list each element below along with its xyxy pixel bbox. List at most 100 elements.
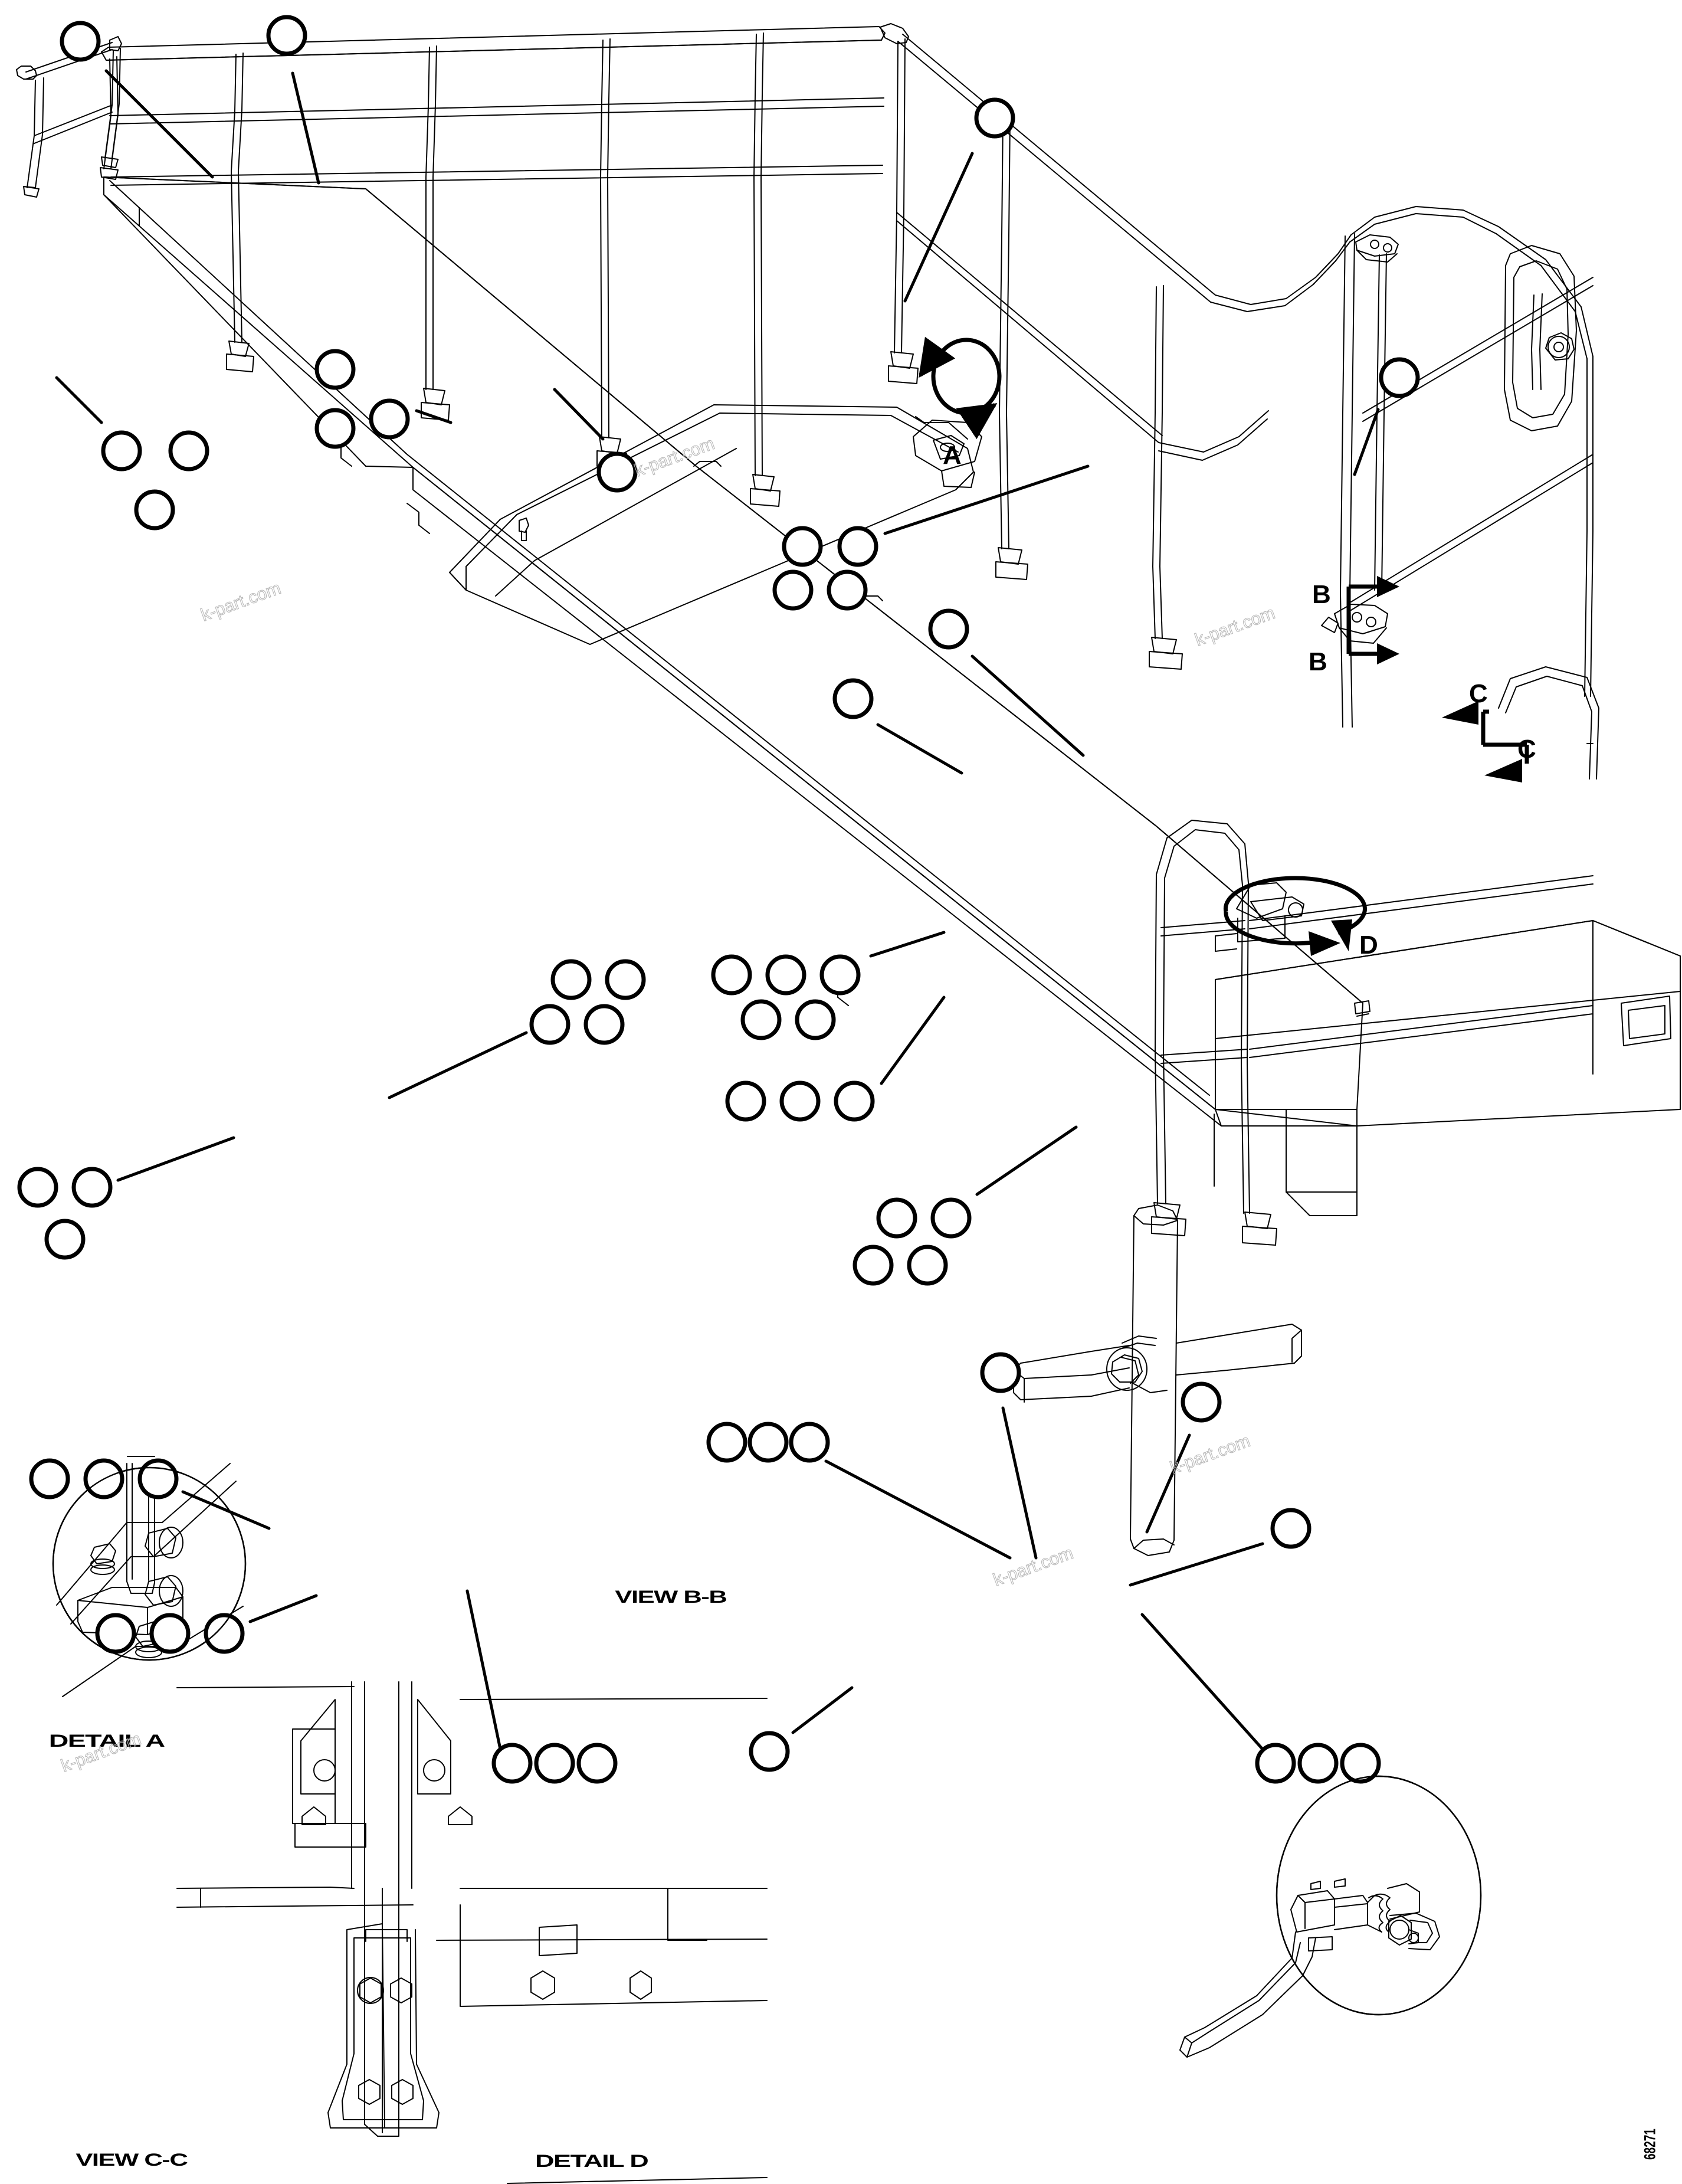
leader-line — [465, 1589, 502, 1751]
balloon-group — [711, 931, 946, 1040]
balloon-callout[interactable] — [44, 1219, 86, 1260]
balloon-callout[interactable] — [834, 1080, 875, 1122]
balloon-callout[interactable] — [529, 1004, 570, 1045]
balloon-callout[interactable] — [1181, 1381, 1222, 1423]
balloon-callout[interactable] — [1255, 1743, 1296, 1784]
balloon-callout[interactable] — [314, 408, 356, 449]
label-view-c-c: VIEW C-C — [76, 2150, 187, 2170]
balloon-group — [725, 996, 946, 1122]
balloon-callout[interactable] — [711, 954, 752, 996]
balloon-callout[interactable] — [369, 398, 410, 440]
label-detail-a: DETAIL A — [49, 1731, 165, 1751]
balloon-callout[interactable] — [749, 1731, 790, 1772]
leader-line — [55, 376, 103, 424]
balloon-group — [55, 376, 209, 531]
balloon-callout[interactable] — [789, 1422, 830, 1463]
balloon-group — [853, 1125, 1078, 1286]
guardrail-back-panel — [100, 26, 886, 492]
view-labels-group: DETAIL A VIEW B-B VIEW C-C DETAIL D — [49, 1587, 727, 2171]
balloon-callout[interactable] — [583, 1004, 625, 1045]
section-marker-a: A — [918, 336, 1002, 470]
balloon-callout[interactable] — [576, 1743, 618, 1784]
balloon-group — [314, 349, 453, 449]
label-detail-d: DETAIL D — [535, 2151, 648, 2171]
leader-line — [1001, 1406, 1038, 1560]
detail-a-outline — [52, 1466, 247, 1661]
balloon-callout[interactable] — [204, 1613, 245, 1654]
balloon-callout[interactable] — [832, 678, 874, 719]
balloon-callout[interactable] — [706, 1422, 747, 1463]
balloon-group — [266, 15, 320, 185]
balloon-callout[interactable] — [928, 608, 969, 650]
balloon-callout[interactable] — [29, 1458, 70, 1499]
watermark-group: k-part.com k-part.com k-part.com k-part.… — [58, 434, 1278, 1777]
balloon-group — [388, 959, 646, 1099]
balloon-callout[interactable] — [596, 451, 638, 493]
leader-line — [869, 931, 946, 958]
balloon-callout[interactable] — [17, 1167, 58, 1208]
balloon-callout[interactable] — [134, 489, 175, 531]
balloon-callout[interactable] — [550, 959, 592, 1000]
balloon-callout[interactable] — [782, 526, 823, 567]
balloon-callout[interactable] — [795, 999, 836, 1040]
balloon-callout[interactable] — [1340, 1743, 1381, 1784]
leader-line — [824, 1459, 1012, 1560]
balloon-callout[interactable] — [907, 1245, 948, 1286]
section-label-b-upper: B — [1312, 580, 1331, 609]
leader-line — [415, 409, 453, 424]
section-label-a: A — [943, 441, 962, 470]
balloon-group — [1129, 1508, 1311, 1587]
balloon-callout[interactable] — [168, 430, 209, 471]
balloon-group — [17, 1136, 235, 1260]
view-c-c-drawing — [176, 1681, 768, 2184]
balloon-group — [1140, 1613, 1381, 1784]
balloon-callout[interactable] — [765, 954, 806, 996]
balloon-callout[interactable] — [95, 1613, 136, 1654]
section-marker-c: C C — [1442, 679, 1536, 782]
balloon-callout[interactable] — [930, 1197, 972, 1239]
balloon-callout[interactable] — [314, 349, 356, 390]
balloon-group — [706, 1422, 1012, 1560]
balloon-callout[interactable] — [837, 526, 878, 567]
balloon-callout[interactable] — [819, 954, 861, 996]
balloon-group — [1353, 357, 1420, 476]
leader-line — [876, 723, 963, 775]
balloon-callout[interactable] — [149, 1613, 191, 1654]
balloon-callout[interactable] — [1270, 1508, 1311, 1549]
balloon-callout[interactable] — [740, 999, 782, 1040]
leader-line — [1129, 1542, 1264, 1587]
balloon-callout[interactable] — [772, 569, 814, 611]
balloon-callout[interactable] — [101, 430, 142, 471]
balloon-callout[interactable] — [534, 1743, 575, 1784]
balloon-group — [95, 1594, 318, 1654]
balloon-group — [553, 388, 638, 493]
balloon-callout[interactable] — [876, 1197, 917, 1239]
balloon-callout[interactable] — [747, 1422, 789, 1463]
balloon-group — [465, 1589, 618, 1784]
machine-side-panel — [1214, 920, 1681, 1216]
balloon-callout[interactable] — [1297, 1743, 1339, 1784]
leader-line — [903, 152, 974, 303]
balloon-callout[interactable] — [491, 1743, 533, 1784]
balloon-callout[interactable] — [605, 959, 646, 1000]
leader-line — [116, 1136, 235, 1182]
balloon-callout[interactable] — [827, 569, 868, 611]
balloon-callout[interactable] — [71, 1167, 113, 1208]
balloon-callout[interactable] — [266, 15, 307, 56]
balloon-callout[interactable] — [980, 1352, 1021, 1393]
balloon-callout[interactable] — [974, 97, 1015, 139]
balloon-callout[interactable] — [779, 1080, 821, 1122]
balloon-callout[interactable] — [725, 1080, 766, 1122]
balloon-callout[interactable] — [1379, 357, 1420, 398]
balloon-callout[interactable] — [60, 21, 101, 62]
balloon-callout[interactable] — [853, 1245, 894, 1286]
detail-d-outline — [1276, 1775, 1482, 2016]
section-label-b-lower: B — [1309, 647, 1327, 676]
section-label-c-lower: C — [1517, 735, 1536, 764]
section-marker-d: D — [1223, 876, 1378, 960]
watermark-4: k-part.com — [991, 1543, 1076, 1590]
